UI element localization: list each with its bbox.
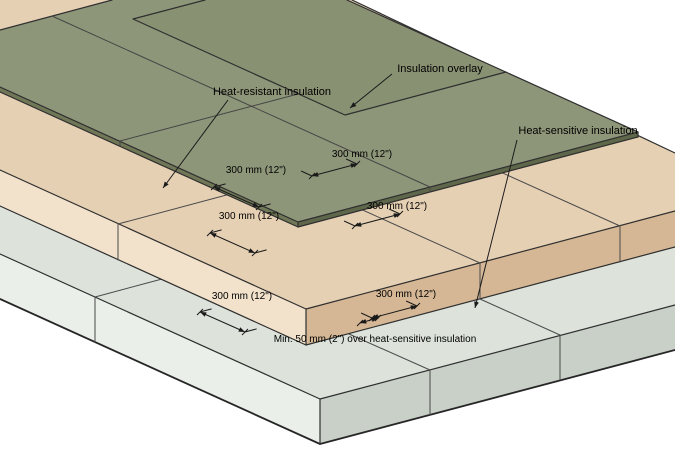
dimension-5-line	[199, 311, 246, 333]
callout-heat-resistant: Heat-resistant insulation	[162, 86, 331, 189]
dimension-1-line	[213, 186, 260, 208]
dimension-300mm-1: 300 mm (12")	[210, 165, 286, 211]
dimension-5-text: 300 mm (12")	[212, 291, 272, 302]
dimension-3-text: 300 mm (12")	[219, 211, 279, 222]
dimension-6-text: 300 mm (12")	[376, 289, 436, 300]
insulation-overlay-leader-line	[349, 73, 393, 109]
overlay-right-edge-face	[298, 132, 638, 227]
dimension-3-extension-lines	[209, 229, 267, 254]
dimension-2-text: 300 mm (12")	[332, 149, 392, 160]
heat-sensitive-left-face	[0, 254, 320, 444]
dimension-3-ticks	[206, 229, 259, 257]
overlay-upper-sheet	[133, 0, 506, 115]
overlay-top-face	[0, 0, 638, 222]
heat-sensitive-board-joints	[94, 278, 561, 416]
heat-resistant-leader-line	[162, 99, 229, 189]
heat-sensitive-leader-line	[474, 139, 518, 309]
dimension-4-ticks	[351, 210, 404, 230]
dimension-5-extension-lines	[199, 308, 257, 333]
dimension-300mm-3: 300 mm (12")	[206, 211, 279, 257]
heat-sensitive-label: Heat-sensitive insulation	[518, 125, 637, 137]
dimension-4-text: 300 mm (12")	[367, 201, 427, 212]
overlay-corner-edges	[297, 131, 639, 228]
dimension-300mm-6: 300 mm (12")	[360, 289, 436, 322]
overlay-upper-sheet-outline	[132, 0, 507, 116]
heat-resistant-board-joints	[117, 169, 621, 300]
insulation-overlay-label: Insulation overlay	[397, 63, 483, 75]
dimension-4-extension-lines	[343, 208, 401, 227]
dimension-300mm-2: 300 mm (12")	[300, 149, 392, 180]
dimension-300mm-4: 300 mm (12")	[343, 201, 427, 230]
dimension-4-line	[354, 213, 401, 227]
dimension-2-extension-lines	[300, 158, 358, 177]
dimension-1-text: 300 mm (12")	[226, 165, 286, 176]
min-overlap-line	[359, 317, 379, 324]
min-overlap-text: Min. 50 mm (2") over heat-sensitive insu…	[274, 334, 477, 345]
callout-insulation-overlay: Insulation overlay	[349, 63, 483, 109]
dimension-6-extension-lines	[360, 300, 418, 319]
dimension-300mm-5: 300 mm (12")	[196, 291, 272, 336]
callout-heat-sensitive: Heat-sensitive insulation	[474, 125, 638, 309]
dimension-2-line	[311, 163, 358, 177]
overlay-back-left-edge	[0, 0, 113, 31]
overlay-sheet-seams	[51, 15, 431, 193]
annotations: Heat-resistant insulation Insulation ove…	[162, 63, 638, 345]
heat-resistant-left-face	[0, 170, 306, 345]
dimension-3-line	[209, 232, 256, 254]
dimension-5-ticks	[196, 308, 249, 336]
dimension-min-overlap: Min. 50 mm (2") over heat-sensitive insu…	[274, 314, 477, 345]
heat-resistant-label: Heat-resistant insulation	[213, 86, 331, 98]
dimension-1-ticks	[210, 183, 263, 211]
min-overlap-ticks	[356, 314, 382, 327]
heat-sensitive-right-face	[320, 305, 675, 444]
overlay-back-right-edge	[346, 0, 639, 133]
dimension-1-extension-lines	[213, 183, 271, 208]
dimension-2-ticks	[308, 160, 361, 180]
